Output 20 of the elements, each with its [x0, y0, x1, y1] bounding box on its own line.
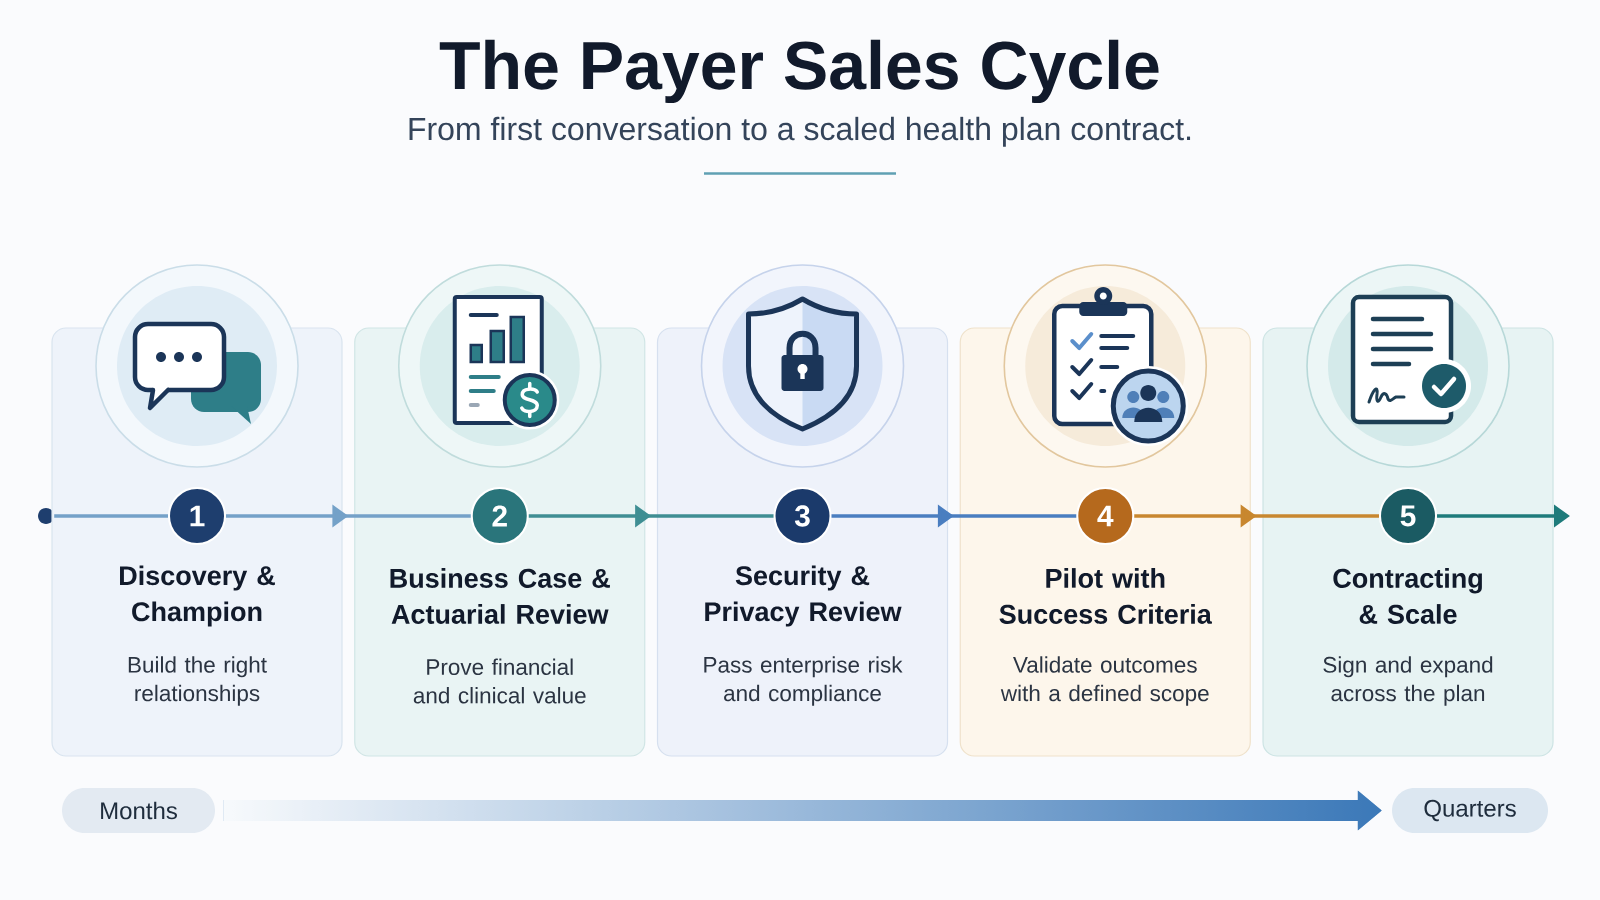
- step-description: Prove financial and clinical value: [413, 658, 586, 704]
- step-title: Security & Privacy Review: [705, 565, 902, 627]
- step-title: Pilot with Success Criteria: [999, 568, 1212, 624]
- step-description: Sign and expand across the plan: [1323, 656, 1493, 706]
- pill-label: Months: [62, 788, 215, 833]
- step-title: Business Case & Actuarial Review: [390, 568, 610, 624]
- step-number: 3: [773, 487, 832, 545]
- step-number: 1: [168, 487, 226, 545]
- subtitle: From first conversation to a scaled health plan contract.: [409, 116, 1191, 147]
- step-number: 4: [1076, 487, 1135, 545]
- step-description: Pass enterprise risk and compliance: [704, 656, 903, 706]
- step-description: Validate outcomes with a defined scope: [1000, 656, 1209, 706]
- connector-line: [54, 514, 168, 518]
- step-title: Discovery & Champion: [120, 565, 275, 627]
- title: The Payer Sales Cycle: [439, 39, 1159, 104]
- step-number: 2: [470, 487, 529, 545]
- step-description: Build the right relationships: [128, 656, 267, 706]
- step-number: 5: [1379, 487, 1437, 545]
- step-title: Contracting & Scale: [1333, 568, 1482, 624]
- pill-label: Quarters: [1392, 788, 1548, 833]
